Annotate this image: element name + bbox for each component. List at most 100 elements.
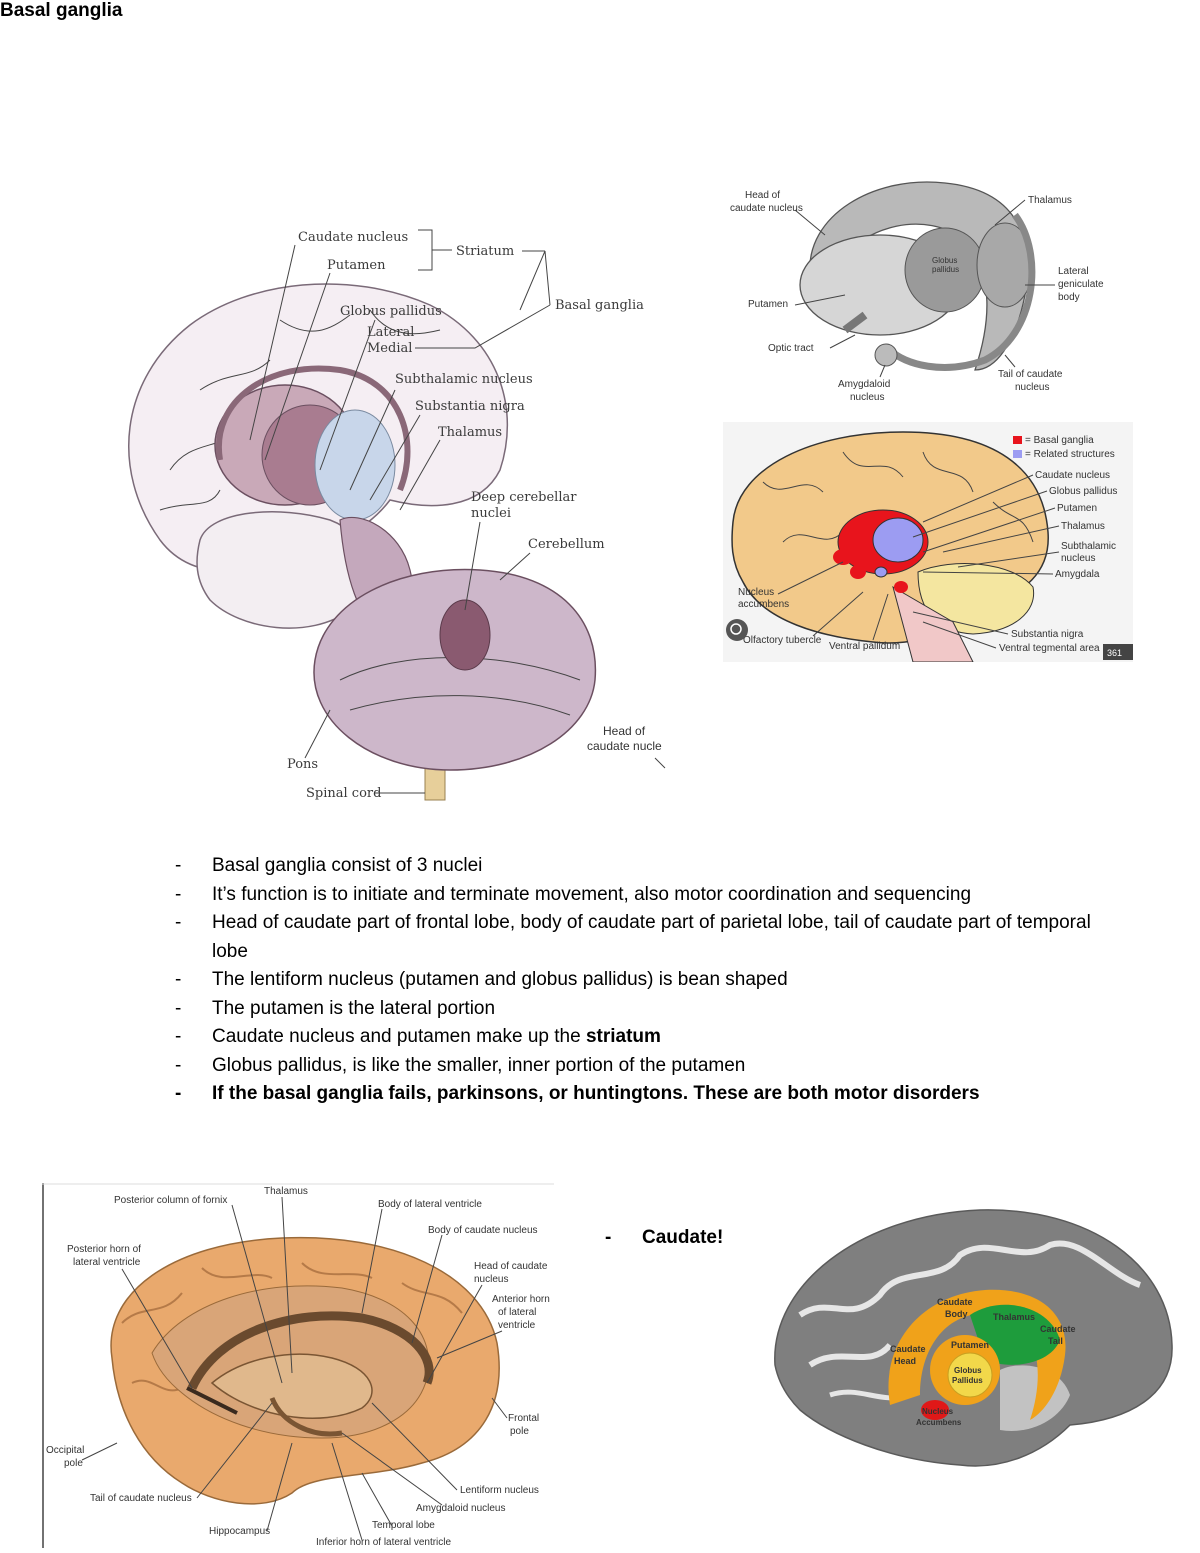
- bullet-dash: -: [175, 883, 182, 905]
- label-anterior-horn: Anterior horn: [492, 1294, 550, 1305]
- label-subthalamic-nucleus-3: nucleus: [1061, 553, 1095, 564]
- label-tail-nucleus: nucleus: [1015, 382, 1049, 393]
- label-substantia-nigra-3: Substantia nigra: [1011, 629, 1084, 640]
- bullet-dash: -: [175, 1054, 182, 1076]
- bullet-item: - It’s function is to initiate and termin…: [175, 881, 1095, 910]
- bullet-text: Globus pallidus, is like the smaller, in…: [212, 1054, 746, 1076]
- label-caudate-body: Caudate: [937, 1297, 973, 1307]
- label-medial: Medial: [367, 341, 412, 356]
- label-head-caudate-2: nucleus: [474, 1274, 508, 1285]
- label-deep-cerebellar: Deep cerebellar: [471, 490, 577, 505]
- label-caudate-tail-2: Tail: [1048, 1336, 1063, 1346]
- bullet-text: If the basal ganglia fails, parkinsons, …: [212, 1083, 980, 1104]
- label-spinal-cord: Spinal cord: [306, 786, 381, 801]
- label-cerebellum: Cerebellum: [528, 537, 605, 552]
- bullet-text: Caudate nucleus and putamen make up the: [212, 1026, 586, 1047]
- label-pallidus-2: pallidus: [932, 265, 959, 274]
- label-amygdaloid: Amygdaloid: [838, 379, 890, 390]
- label-caudate-nucleus-3: Caudate nucleus: [1035, 470, 1110, 481]
- label-caudate-head-2: Head: [894, 1356, 916, 1366]
- label-thalamus-2: Thalamus: [1028, 195, 1072, 206]
- label-head-of: Head of: [603, 724, 646, 738]
- legend-blue-swatch: [1013, 450, 1022, 458]
- label-lateral: Lateral: [367, 325, 414, 340]
- label-occipital-pole: Occipital: [46, 1445, 84, 1456]
- label-accumbens-3: accumbens: [738, 599, 789, 610]
- label-lateral-2: Lateral: [1058, 266, 1089, 277]
- bullet-text: It’s function is to initiate and termina…: [212, 883, 972, 905]
- bullet-text: The putamen is the lateral portion: [212, 997, 496, 1019]
- label-optic-tract: Optic tract: [768, 343, 814, 354]
- label-body-lat-ventricle: Body of lateral ventricle: [378, 1199, 482, 1210]
- label-posterior-horn-2: lateral ventricle: [73, 1257, 141, 1268]
- legend-related-structures: = Related structures: [1025, 449, 1115, 460]
- label-subthalamic-3: Subthalamic: [1061, 541, 1116, 552]
- label-caudate-head: Caudate: [890, 1344, 926, 1354]
- label-ventral-pallidum: Ventral pallidum: [829, 641, 900, 652]
- label-frontal-pole-2: pole: [510, 1426, 529, 1437]
- label-anterior-horn-2: of lateral: [498, 1307, 536, 1318]
- bullet-dash: -: [175, 969, 182, 990]
- bullet-list: -Basal ganglia consist of 3 nuclei-It’s …: [175, 852, 1095, 1109]
- bullet-item: -Basal ganglia consist of 3 nuclei: [175, 852, 1095, 881]
- figure-medial-caudate: Posterior column of fornix Thalamus Body…: [42, 1183, 554, 1548]
- bullet-item: - If the basal ganglia fails, parkinsons,…: [175, 1080, 1095, 1109]
- bullet-dash: -: [175, 1083, 182, 1104]
- label-putamen-3: Putamen: [1057, 503, 1097, 514]
- label-basal-ganglia: Basal ganglia: [555, 298, 644, 313]
- bullet-dash: -: [175, 1026, 182, 1047]
- label-body-2: body: [1058, 292, 1080, 303]
- label-caudate-nucleus: Caudate nucleus: [298, 230, 408, 245]
- caudate-note: - Caudate!: [605, 1227, 723, 1249]
- badge-text: 361: [1107, 648, 1122, 658]
- label-putamen-2: Putamen: [748, 299, 788, 310]
- bullet-item: - Globus pallidus, is like the smaller, i…: [175, 1052, 1095, 1081]
- label-inferior-horn: Inferior horn of lateral ventricle: [316, 1537, 452, 1548]
- label-globus-5: Globus: [954, 1366, 982, 1375]
- bullet-item: - Caudate nucleus and putamen make up the…: [175, 1023, 1095, 1052]
- caudate-note-text: Caudate!: [642, 1227, 724, 1248]
- label-globus-2: Globus: [932, 256, 957, 265]
- label-deep-cerebellar-nuclei: nuclei: [471, 506, 511, 521]
- label-amygdaloid-nucleus: nucleus: [850, 392, 884, 403]
- label-temporal-lobe: Temporal lobe: [372, 1520, 435, 1531]
- label-nucleus-5: Nucleus: [922, 1407, 954, 1416]
- label-subthalamic-nucleus: Subthalamic nucleus: [395, 372, 533, 387]
- label-globus-pallidus-3: Globus pallidus: [1049, 486, 1117, 497]
- label-thalamus-5: Thalamus: [993, 1312, 1035, 1322]
- label-olfactory-tubercle: Olfactory tubercle: [743, 635, 822, 646]
- bullet-item: - The putamen is the lateral portion: [175, 995, 1095, 1024]
- label-occipital-pole-2: pole: [64, 1458, 83, 1469]
- bullet-dash: -: [175, 912, 182, 933]
- lens-icon[interactable]: [726, 619, 748, 641]
- figure-basal-ganglia-lateral: Caudate nucleus Putamen Striatum Basal g…: [128, 229, 666, 801]
- label-globus-pallidus: Globus pallidus: [340, 304, 442, 319]
- label-nucleus-3: Nucleus: [738, 587, 774, 598]
- label-pons: Pons: [287, 757, 318, 772]
- label-posterior-column: Posterior column of fornix: [114, 1195, 227, 1206]
- figure-caudate-colored: Caudate Body Thalamus Caudate Tail Cauda…: [774, 1209, 1173, 1467]
- bullet-text: Head of caudate part of frontal lobe, bo…: [212, 912, 1091, 962]
- page-title: Basal ganglia: [0, 0, 123, 21]
- label-lentiform: Lentiform nucleus: [460, 1485, 539, 1496]
- caudate-note-dash: -: [605, 1227, 612, 1248]
- label-putamen: Putamen: [327, 258, 386, 273]
- legend-red-swatch: [1013, 436, 1022, 444]
- label-striatum: Striatum: [456, 244, 514, 259]
- lens-icon-glyph: [730, 623, 742, 635]
- label-putamen-5: Putamen: [951, 1340, 989, 1350]
- label-tail-of-caudate: Tail of caudate: [998, 369, 1063, 380]
- label-head-of-2: Head of: [745, 190, 780, 201]
- label-ventral-tegmental: Ventral tegmental area: [999, 643, 1100, 654]
- badge: [1103, 644, 1133, 660]
- bullet-text: The lentiform nucleus (putamen and globu…: [212, 969, 788, 990]
- bullet-bold-term: striatum: [585, 1026, 661, 1047]
- bullet-item: - The lentiform nucleus (putamen and glob…: [175, 966, 1095, 995]
- label-hippocampus: Hippocampus: [209, 1526, 270, 1537]
- label-accumbens-5: Accumbens: [916, 1418, 962, 1427]
- label-thalamus-4: Thalamus: [264, 1186, 308, 1197]
- label-substantia-nigra: Substantia nigra: [415, 399, 525, 414]
- label-thalamus: Thalamus: [438, 425, 502, 440]
- bullet-dash: -: [175, 997, 182, 1019]
- bullet-item: - Head of caudate part of frontal lobe, b…: [175, 909, 1095, 966]
